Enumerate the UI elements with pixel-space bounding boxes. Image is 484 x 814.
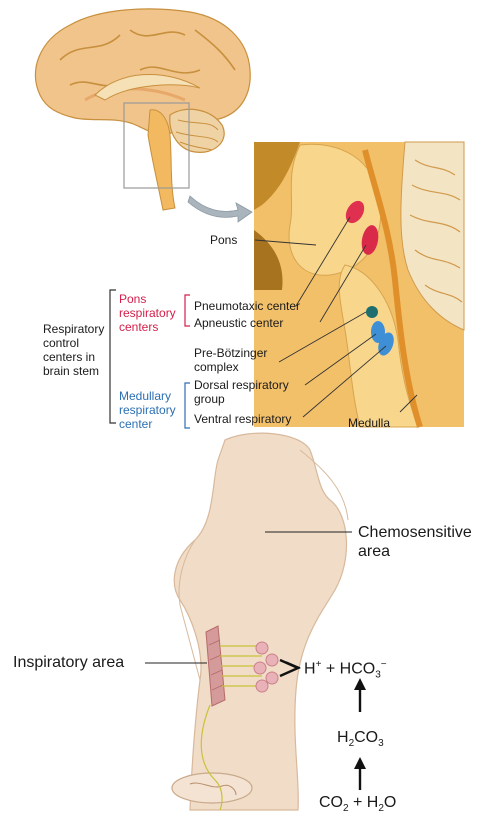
medulla-label: Medulla xyxy=(348,416,390,430)
inspiratory-area-label: Inspiratory area xyxy=(13,653,124,672)
respiratory-control-centers-label: Respiratory control centers in brain ste… xyxy=(43,322,104,378)
carbonic-acid-h: H xyxy=(337,729,349,746)
water-o-text: O xyxy=(384,794,396,811)
co2-water-equation: CO2 + H2O xyxy=(319,793,396,814)
pons-label: Pons xyxy=(210,233,237,247)
plus-sign: + xyxy=(321,660,339,677)
plus-h-text: + H xyxy=(349,794,379,811)
h-ion-bicarbonate-equation: H+ + HCO3− xyxy=(304,655,387,685)
pneumotaxic-center-label: Pneumotaxic center xyxy=(194,299,300,313)
brainstem-3d xyxy=(145,433,366,810)
carbonic-acid-label: H2CO3 xyxy=(337,728,384,753)
ventral-respiratory-label: Ventral respiratory xyxy=(194,412,291,426)
bicarbonate-subscript: 3 xyxy=(375,670,381,681)
medullary-respiratory-center-label: Medullary respiratory center xyxy=(119,389,176,431)
dorsal-respiratory-group-label: Dorsal respiratory group xyxy=(194,378,289,406)
h-ion-text: H xyxy=(304,660,316,677)
bicarbonate-text: HCO xyxy=(340,660,376,677)
pre-botzinger-complex-label: Pre-Bötzinger complex xyxy=(194,346,267,374)
apneustic-center-label: Apneustic center xyxy=(194,316,283,330)
carbonic-acid-sub-2: 3 xyxy=(378,738,384,749)
bicarbonate-charge: − xyxy=(381,659,387,670)
co2-text: CO xyxy=(319,794,343,811)
chemosensitive-area-label: Chemosensitive area xyxy=(358,523,472,561)
pons-respiratory-centers-label: Pons respiratory centers xyxy=(119,292,176,334)
carbonic-acid-co: CO xyxy=(354,729,378,746)
brain-sagittal xyxy=(35,9,252,222)
